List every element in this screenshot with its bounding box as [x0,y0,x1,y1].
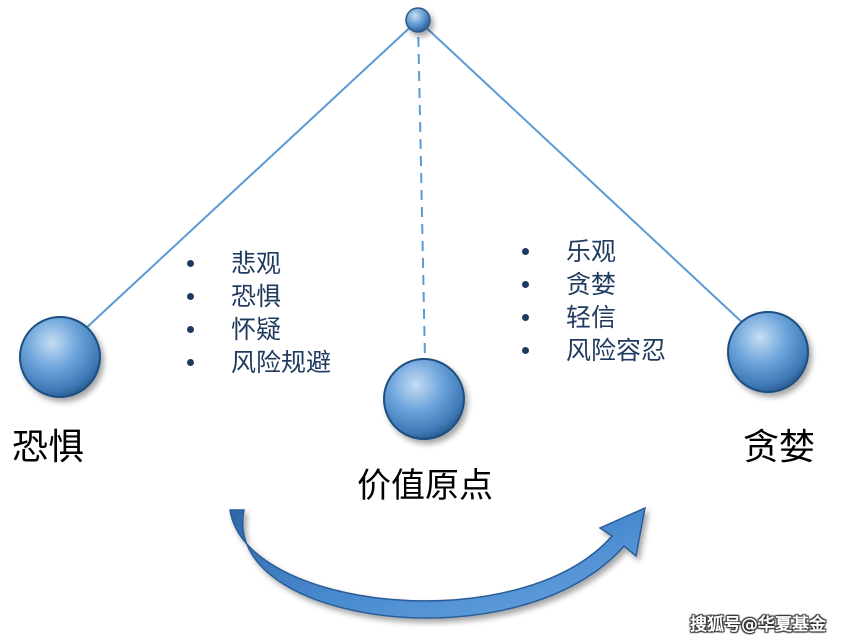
value-origin-label: 价值原点 [357,466,493,506]
list-item: 恐惧 [187,280,331,313]
left-ball-icon [19,316,101,398]
bullet-dot-icon [187,293,194,300]
fear-traits-list: 悲观 恐惧 怀疑 风险规避 [187,247,331,379]
bullet-dot-icon [187,359,194,366]
list-item: 风险容忍 [522,334,666,367]
list-item-text: 风险规避 [231,348,332,377]
curved-arrow-icon [229,506,647,619]
fear-label: 恐惧 [12,427,85,468]
pendulum-pivot-icon [405,7,431,33]
list-item: 悲观 [187,247,331,280]
list-item-text: 贪婪 [566,270,617,299]
center-ball-icon [383,358,465,440]
list-item: 轻信 [522,301,666,334]
greed-traits-list: 乐观 贪婪 轻信 风险容忍 [522,235,666,367]
right-string [417,19,746,326]
bullet-dot-icon [522,314,529,321]
list-item-text: 怀疑 [231,315,282,344]
bullet-dot-icon [522,347,529,354]
list-item: 贪婪 [522,268,666,301]
list-item: 怀疑 [187,313,331,346]
left-string [83,19,419,331]
greed-label: 贪婪 [743,427,816,468]
list-item: 乐观 [522,235,666,268]
right-ball-icon [727,311,809,393]
list-item-text: 乐观 [566,237,617,266]
list-item-text: 风险容忍 [566,336,667,365]
center-string-dashed [417,19,426,361]
list-item-text: 悲观 [231,249,282,278]
bullet-dot-icon [522,281,529,288]
watermark: 搜狐号@华夏基金 [690,615,826,635]
list-item-text: 轻信 [566,303,617,332]
bullet-dot-icon [187,260,194,267]
bullet-dot-icon [522,248,529,255]
list-item-text: 恐惧 [231,282,282,311]
bullet-dot-icon [187,326,194,333]
list-item: 风险规避 [187,346,331,379]
